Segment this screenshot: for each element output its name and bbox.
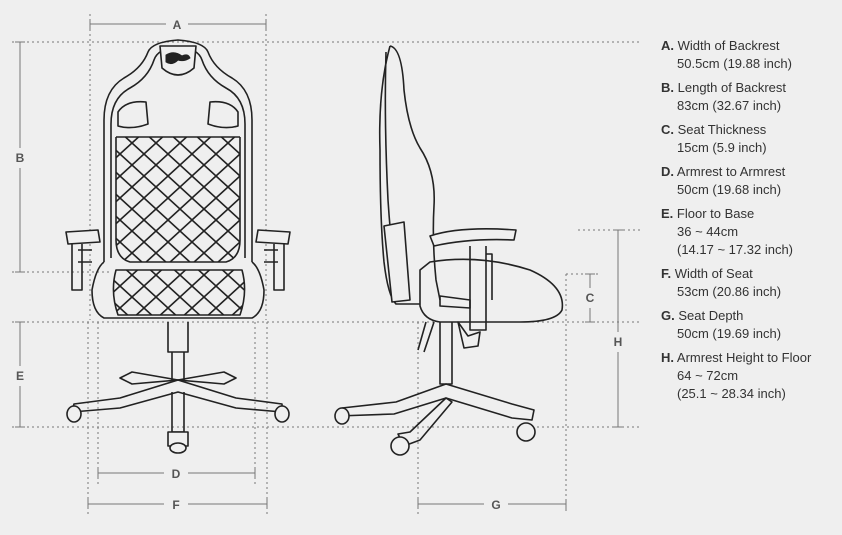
dimension-label-d: D — [172, 467, 181, 481]
spec-value: 50.5cm (19.88 inch) — [677, 56, 792, 71]
spec-item-d: D. Armrest to Armrest 50cm (19.68 inch) — [661, 163, 842, 199]
spec-value: 83cm (32.67 inch) — [677, 98, 782, 113]
spec-name: Floor to Base — [676, 206, 755, 221]
spec-letter: H. — [661, 350, 674, 365]
spec-item-g: G. Seat Depth 50cm (19.69 inch) — [661, 307, 842, 343]
spec-letter: G. — [661, 308, 675, 323]
dimension-label-g: G — [491, 498, 500, 512]
spec-value: 50cm (19.69 inch) — [677, 326, 782, 341]
spec-item-e: E. Floor to Base 36 ~ 44cm (14.17 ~ 17.3… — [661, 205, 842, 259]
spec-list: A. Width of Backrest 50.5cm (19.88 inch)… — [661, 37, 842, 409]
spec-letter: B. — [661, 80, 674, 95]
spec-item-h: H. Armrest Height to Floor 64 ~ 72cm (25… — [661, 349, 842, 403]
spec-name: Seat Depth — [678, 308, 744, 323]
spec-name: Width of Backrest — [677, 38, 780, 53]
spec-value: 64 ~ 72cm — [677, 368, 739, 383]
dimension-label-e: E — [16, 369, 24, 383]
spec-name: Armrest Height to Floor — [676, 350, 812, 365]
spec-value: (14.17 ~ 17.32 inch) — [677, 242, 793, 257]
chair-side-view — [334, 45, 564, 456]
dimension-lines — [12, 14, 640, 514]
spec-letter: C. — [661, 122, 674, 137]
spec-name: Seat Thickness — [677, 122, 767, 137]
dimension-label-c: C — [586, 291, 595, 305]
spec-value: 50cm (19.68 inch) — [677, 182, 782, 197]
spec-value: 15cm (5.9 inch) — [677, 140, 767, 155]
dimension-label-b: B — [16, 151, 25, 165]
spec-letter: E. — [661, 206, 674, 221]
spec-name: Armrest to Armrest — [676, 164, 786, 179]
spec-name: Width of Seat — [674, 266, 753, 281]
spec-value: (25.1 ~ 28.34 inch) — [677, 386, 786, 401]
chair-front-view — [65, 39, 291, 454]
spec-letter: F. — [661, 266, 672, 281]
spec-letter: A. — [661, 38, 674, 53]
dimension-label-h: H — [614, 335, 623, 349]
spec-item-c: C. Seat Thickness 15cm (5.9 inch) — [661, 121, 842, 157]
spec-name: Length of Backrest — [677, 80, 787, 95]
dimension-label-a: A — [173, 18, 182, 32]
spec-letter: D. — [661, 164, 674, 179]
spec-value: 53cm (20.86 inch) — [677, 284, 782, 299]
spec-value: 36 ~ 44cm — [677, 224, 739, 239]
spec-item-f: F. Width of Seat 53cm (20.86 inch) — [661, 265, 842, 301]
spec-item-a: A. Width of Backrest 50.5cm (19.88 inch) — [661, 37, 842, 73]
spec-item-b: B. Length of Backrest 83cm (32.67 inch) — [661, 79, 842, 115]
dimension-label-f: F — [172, 498, 179, 512]
